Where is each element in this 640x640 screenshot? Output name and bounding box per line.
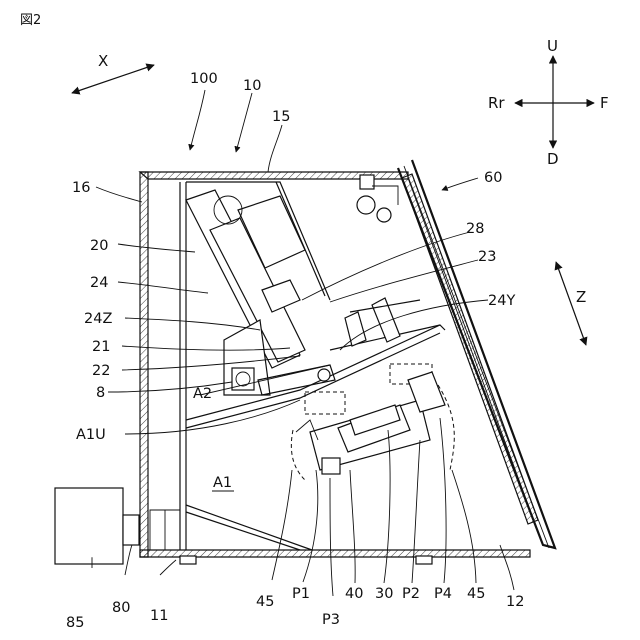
z-direction-arrow: Z [556,262,586,345]
hinge-pin [377,208,391,222]
label-30: 30 [375,586,393,602]
label-45-left: 45 [256,594,274,610]
label-10: 10 [243,78,261,94]
label-80: 80 [112,600,130,616]
label-a2: A2 [193,386,212,402]
label-15: 15 [272,109,290,125]
label-12: 12 [506,594,524,610]
motor-85 [55,488,139,564]
leader-lines [92,90,514,596]
figure-number: 図2 [20,13,41,28]
label-p3: P3 [322,612,340,628]
label-p2: P2 [402,586,420,602]
label-40: 40 [345,586,363,602]
foot-rear [180,556,196,564]
bottom-wall [140,550,530,557]
label-60: 60 [484,170,502,186]
label-16: 16 [72,180,90,196]
motor-body [55,488,123,564]
front-label: F [600,94,609,112]
lower-unit [291,364,454,480]
direction-compass: U D Rr F [488,37,609,168]
hinge-roller [357,196,375,214]
label-p4: P4 [434,586,452,602]
unit-foot [322,458,340,474]
label-a1: A1 [213,475,232,491]
foot-front [416,556,432,564]
label-8: 8 [96,385,105,401]
label-24: 24 [90,275,108,291]
position-p1-outline [305,392,345,414]
label-24z: 24Z [84,311,112,327]
label-p1: P1 [292,586,310,602]
label-24y: 24Y [488,293,515,309]
label-21: 21 [92,339,110,355]
x-direction-label: X [98,52,108,70]
print-head-assembly [186,190,335,395]
label-11: 11 [150,608,168,624]
label-a1u: A1U [76,427,106,443]
label-28: 28 [466,221,484,237]
label-100: 100 [190,71,218,87]
motor-shaft [123,515,139,545]
window-panel [357,160,555,548]
hinge-block [360,175,374,189]
label-22: 22 [92,363,110,379]
rear-wall [140,172,148,557]
down-label: D [547,150,559,168]
label-20: 20 [90,238,108,254]
rear-label: Rr [488,94,505,112]
label-45-right: 45 [467,586,485,602]
sheet-stacks [345,298,420,346]
label-85: 85 [66,615,84,631]
label-23: 23 [478,249,496,265]
x-direction-arrow: X [72,52,154,93]
z-direction-label: Z [576,288,586,306]
up-label: U [547,37,558,55]
